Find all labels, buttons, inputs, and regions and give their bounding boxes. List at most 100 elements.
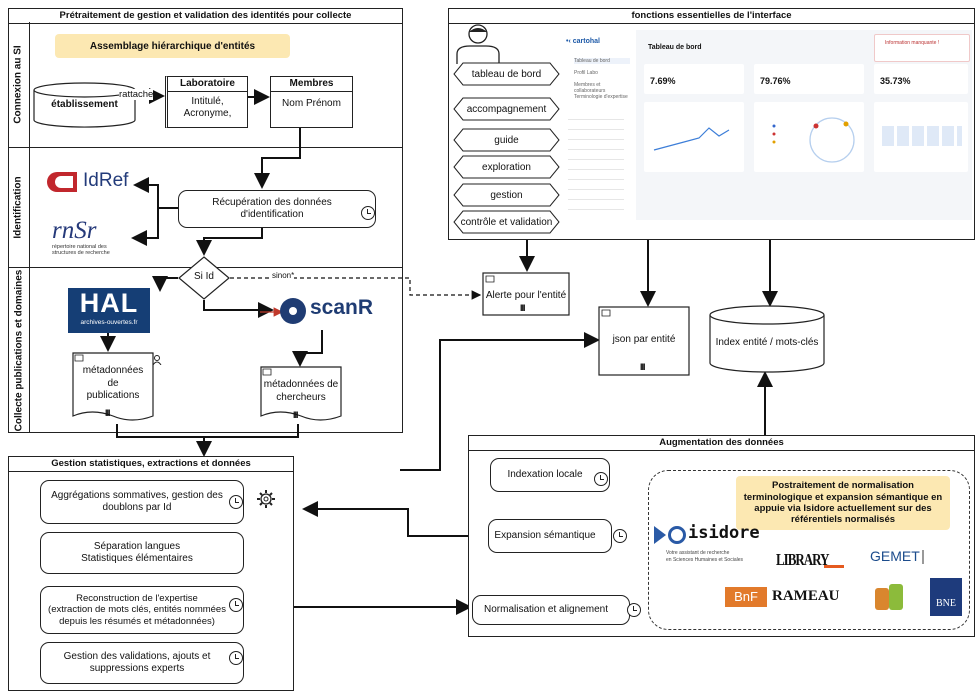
arrow-siid-hal	[152, 276, 178, 292]
bnf-logo: BnF	[725, 587, 767, 607]
doc-shape	[72, 352, 154, 421]
expansion-clock-icon	[613, 529, 627, 543]
tags-card	[874, 102, 968, 172]
person-small-icon	[152, 352, 162, 366]
arrow-scanr-metach	[292, 330, 323, 367]
cylinder-shape	[33, 82, 136, 128]
arrow-meta-merge	[116, 424, 299, 438]
function-label: exploration	[482, 161, 531, 173]
app-nav-1[interactable]: Profil Labo	[574, 70, 598, 76]
hexagon-shape	[453, 97, 560, 121]
pretraitement-title: Prétraitement de gestion et validation d…	[9, 9, 402, 24]
meta-chercheurs-marker: III	[293, 410, 298, 420]
scanr-text: scanR	[310, 296, 374, 319]
app-nav-0[interactable]: Tableau de bord	[574, 58, 630, 64]
augmentation-title: Augmentation des données	[469, 436, 974, 451]
gear-icon	[256, 489, 276, 509]
alerte-label: Alerte pour l'entité	[485, 290, 567, 301]
function-item[interactable]: gestion	[453, 183, 560, 207]
library-accent	[824, 565, 844, 568]
mini-circle-chart	[772, 117, 855, 163]
dot-chart-card	[754, 102, 864, 172]
note-banner: Postraitement de normalisation terminolo…	[736, 476, 950, 530]
json-marker: III	[640, 362, 645, 372]
idref-mark-inner	[55, 176, 73, 188]
isidore-mark-icon	[654, 526, 666, 544]
membres-entity: Membres Nom Prénom	[270, 76, 353, 128]
stat-card-1: 7.69%	[644, 64, 744, 94]
lane-identification: Identification	[8, 147, 30, 267]
function-item[interactable]: accompagnement	[453, 97, 560, 121]
lane-collecte: Collecte publications et domaines	[8, 267, 30, 433]
task-shape	[598, 306, 690, 376]
recuperation-clock-icon	[361, 206, 375, 220]
app-nav-3[interactable]: Terminologie d'expertise	[574, 94, 628, 100]
function-label: guide	[494, 134, 519, 146]
etablissement-db: établissement	[32, 82, 137, 128]
json-label: json par entité	[612, 334, 676, 345]
normalisation-clock-icon	[627, 603, 641, 617]
gestion-item-3-clock-icon	[229, 651, 243, 665]
arrow-membres-recup	[254, 128, 301, 189]
arrow-siid-scanr	[203, 300, 274, 318]
gestion-item-1: Séparation langues Statistiques élémenta…	[40, 532, 244, 574]
stat-value-1: 7.69%	[650, 76, 676, 86]
line-chart-card	[644, 102, 744, 172]
user-avatar-icon	[452, 24, 504, 64]
thesaurus-mark-green	[889, 584, 903, 610]
gemet-logo: GEMET	[870, 548, 920, 564]
rattache-label: rattache	[119, 89, 154, 100]
function-item[interactable]: exploration	[453, 155, 560, 179]
normalisation-task: Normalisation et alignement	[472, 595, 630, 625]
idref-logo: IdRef	[45, 168, 135, 200]
lane-divider-1	[8, 147, 403, 148]
gestion-item-3: Gestion des validations, ajouts et suppr…	[40, 642, 244, 684]
laboratoire-title: Laboratoire	[168, 77, 247, 92]
app-nav-2[interactable]: Membres et collaborateurs	[574, 82, 606, 94]
meta-chercheurs-doc: métadonnées de chercheurs III	[260, 366, 342, 424]
hexagon-shape	[453, 183, 560, 207]
index-db: Index entité / mots-clés	[708, 305, 826, 373]
stat-value-2: 79.76%	[760, 76, 791, 86]
app-alert-text: Information manquante !	[885, 40, 940, 46]
stat-value-3: 35.73%	[880, 76, 911, 86]
expansion-task: Expansion sémantique	[488, 519, 612, 553]
gestion-item-2: Reconstruction de l'expertise (extractio…	[40, 586, 244, 634]
index-label: Index entité / mots-clés	[715, 337, 819, 348]
meta-publications-marker: III	[105, 408, 110, 418]
si-id-decision: Si Id	[178, 256, 230, 300]
laboratoire-fields: Intitulé, Acronyme,	[183, 96, 232, 119]
function-label: contrôle et validation	[460, 216, 553, 228]
function-label: tableau de bord	[471, 68, 542, 80]
laboratoire-entity: Laboratoire Intitulé, Acronyme,	[165, 76, 248, 128]
mini-line-chart	[653, 127, 730, 151]
arrow-expansion-gestion	[302, 501, 488, 537]
cylinder-shape	[709, 305, 825, 373]
arrow-recup-rnsr	[131, 208, 159, 246]
function-item[interactable]: guide	[453, 128, 560, 152]
thesaurus-mark-orange	[875, 588, 889, 610]
isidore-logo: isidore Votre assistant de recherche en …	[654, 522, 764, 572]
app-logo-icon: •‹	[566, 38, 571, 45]
rnsr-subtitle: répertoire national des structures de re…	[52, 244, 110, 257]
app-main: Tableau de bord Information manquante ! …	[636, 30, 972, 220]
hal-logo: HAL archives-ouvertes.fr	[68, 288, 150, 333]
app-name: cartohal	[572, 38, 600, 45]
lane-connexion: Connexion au SI	[8, 22, 30, 147]
sinon-label: sinon*	[272, 271, 295, 280]
meta-chercheurs-label: métadonnées de chercheurs	[263, 379, 339, 403]
function-item[interactable]: contrôle et validation	[453, 210, 560, 234]
arrow-gestion-json	[400, 332, 600, 471]
gestion-item-0-clock-icon	[229, 495, 243, 509]
app-nav-lines	[568, 110, 624, 210]
app-sidebar: •‹ cartohal Tableau de bord Profil Labo …	[560, 30, 632, 220]
hal-subtitle: archives-ouvertes.fr	[80, 319, 138, 326]
diamond-shape	[178, 256, 230, 300]
assemblage-banner: Assemblage hiérarchique d'entités	[55, 34, 290, 58]
isidore-text: isidore	[688, 523, 760, 543]
thesaurus-logo	[875, 584, 909, 614]
library-logo: LIBRARY	[776, 549, 829, 570]
arrow-recup-siid	[196, 228, 263, 256]
function-item[interactable]: tableau de bord	[453, 62, 560, 86]
bne-logo: BNE	[930, 578, 962, 616]
